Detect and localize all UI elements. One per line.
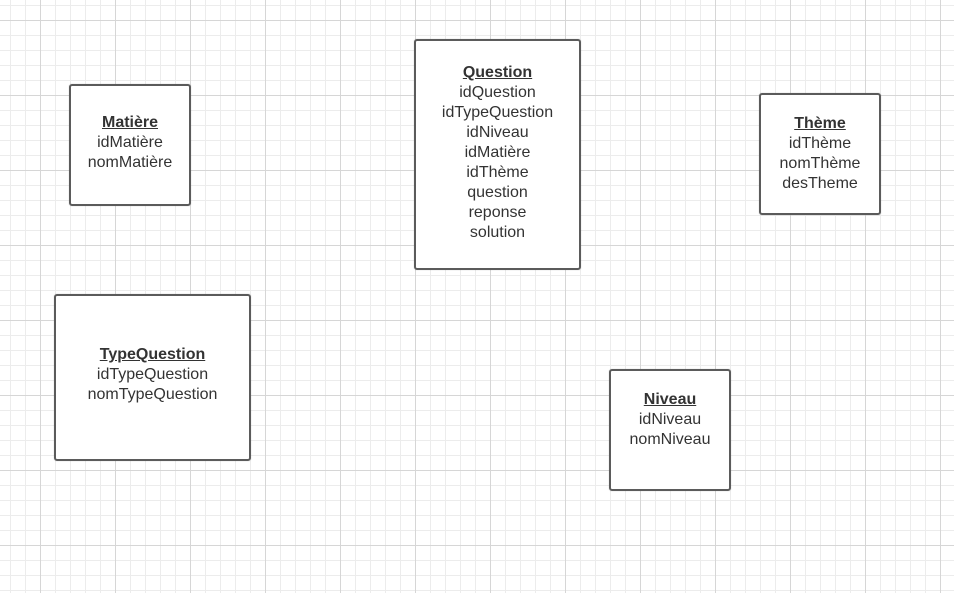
entity-title-niveau: Niveau xyxy=(643,391,697,408)
attribute-reponse: reponse xyxy=(468,204,527,221)
attribute-idquestion: idQuestion xyxy=(459,84,536,101)
entity-title-matiere: Matière xyxy=(101,114,159,131)
entity-theme[interactable]: Thème idThème nomThème desTheme xyxy=(759,93,881,215)
entity-niveau[interactable]: Niveau idNiveau nomNiveau xyxy=(609,369,731,491)
entity-title-typequestion: TypeQuestion xyxy=(99,346,206,363)
attribute-nomtypequestion: nomTypeQuestion xyxy=(87,386,218,403)
entity-question[interactable]: Question idQuestion idTypeQuestion idNiv… xyxy=(414,39,581,270)
attribute-nomtheme: nomThème xyxy=(779,155,861,172)
attribute-nomniveau: nomNiveau xyxy=(629,431,711,448)
attribute-idmatiere: idMatière xyxy=(97,134,163,151)
attribute-solution: solution xyxy=(469,224,526,241)
attribute-idniveau: idNiveau xyxy=(638,411,702,428)
attribute-nommatiere: nomMatière xyxy=(87,154,173,171)
entity-matiere[interactable]: Matière idMatière nomMatière xyxy=(69,84,191,206)
entity-title-theme: Thème xyxy=(794,115,846,132)
attribute-destheme: desTheme xyxy=(782,175,858,192)
attribute-idtypequestion: idTypeQuestion xyxy=(96,366,209,383)
attribute-idtheme: idThème xyxy=(466,164,529,181)
entity-typequestion[interactable]: TypeQuestion idTypeQuestion nomTypeQuest… xyxy=(54,294,251,461)
attribute-idtheme: idThème xyxy=(788,135,852,152)
attribute-idniveau: idNiveau xyxy=(466,124,529,141)
entity-title-question: Question xyxy=(462,64,533,81)
attribute-idmatiere: idMatière xyxy=(464,144,531,161)
attribute-idtypequestion: idTypeQuestion xyxy=(441,104,554,121)
attribute-question: question xyxy=(467,184,528,201)
